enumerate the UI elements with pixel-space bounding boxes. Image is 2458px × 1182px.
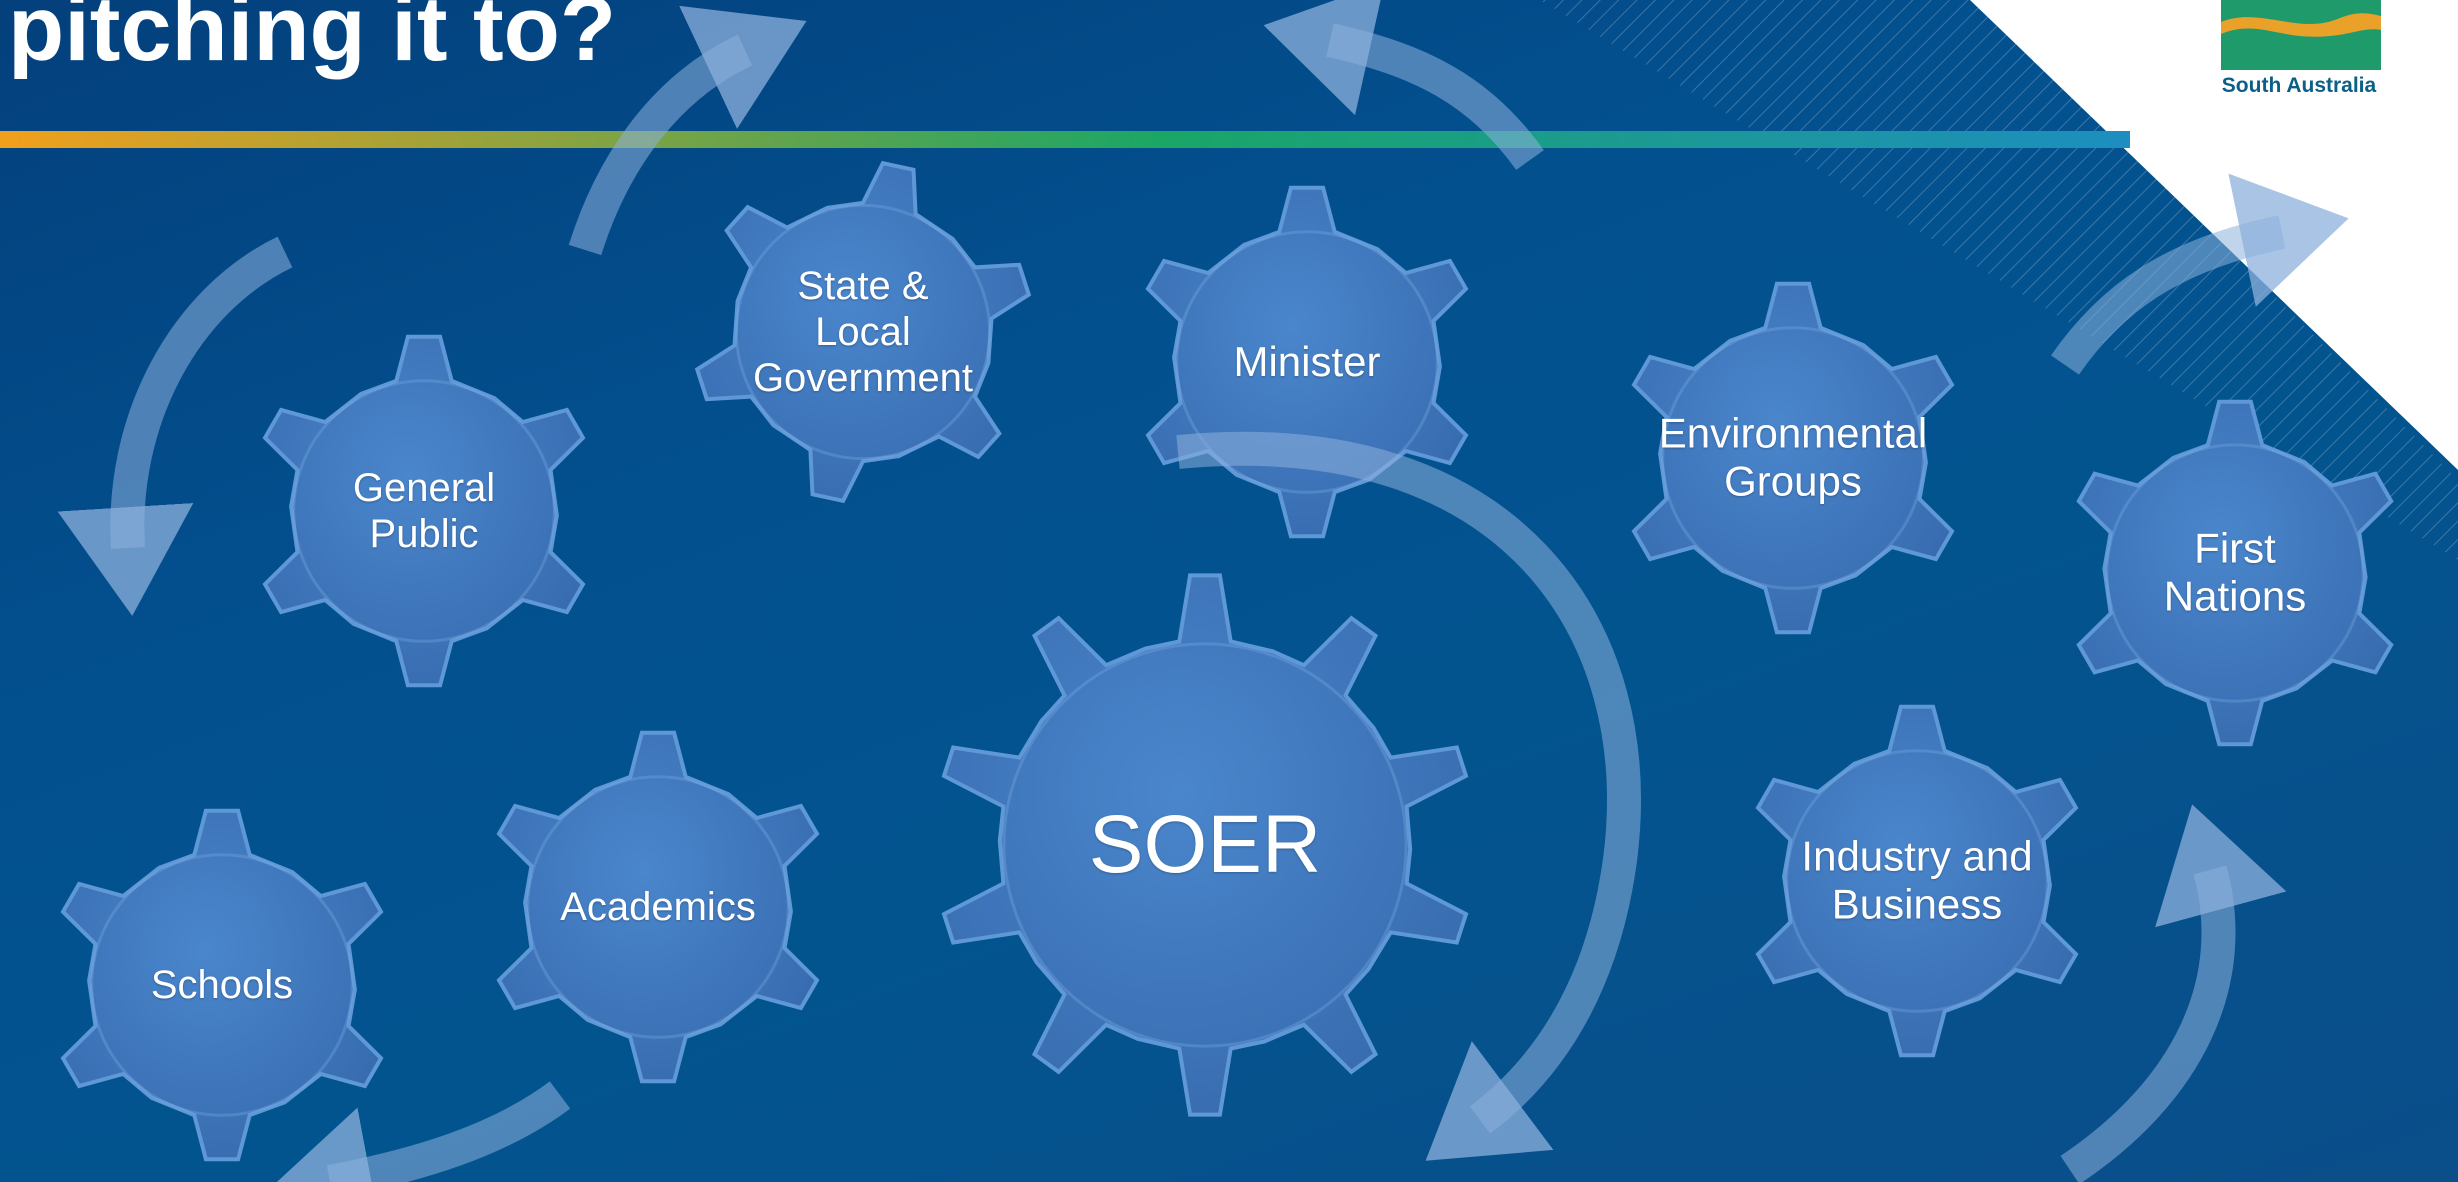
gear-label-schools: Schools <box>150 963 294 1007</box>
gear-label-state-local-government: State & Local Government <box>752 264 974 400</box>
logo-label: South Australia <box>2221 74 2377 97</box>
gear-academics-shape <box>496 730 820 1084</box>
arrow-left-down-icon <box>57 236 293 616</box>
gear-state-local-government <box>694 160 1032 504</box>
gear-industry-business <box>1755 704 2079 1058</box>
gear-label-soer: SOER <box>1088 798 1322 890</box>
gear-label-general-public: General Public <box>352 466 496 556</box>
arrow-minister-up-icon <box>1263 0 1544 170</box>
gear-general-public-shape <box>262 334 586 688</box>
gear-soer <box>941 573 1469 1117</box>
gear-first-nations-rim <box>2105 443 2365 703</box>
gear-general-public-rim <box>292 379 556 643</box>
arrow-big-right-icon <box>1176 431 1641 1161</box>
gear-state-local-government-rim <box>734 203 992 461</box>
gear-environmental-groups <box>1631 281 1955 635</box>
gear-academics-rim <box>526 775 790 1039</box>
gear-soer-shape <box>941 573 1469 1117</box>
gear-first-nations-shape <box>2076 399 2394 747</box>
gear-schools <box>60 808 384 1162</box>
gear-first-nations <box>2076 399 2394 747</box>
gear-label-first-nations: First Nations <box>2163 524 2307 620</box>
gear-schools-shape <box>60 808 384 1162</box>
gear-state-local-government-shape <box>694 160 1032 504</box>
slide-title: pitching it to? <box>8 0 617 80</box>
arrow-right-top-icon <box>2051 173 2349 375</box>
arrow-bottom-right-icon <box>2060 804 2287 1182</box>
gear-label-academics: Academics <box>560 885 756 929</box>
gear-general-public <box>262 334 586 688</box>
gear-label-industry-business: Industry and Business <box>1801 832 2033 928</box>
gear-label-minister: Minister <box>1233 337 1381 385</box>
south-australia-logo-icon <box>2221 0 2381 70</box>
arrow-bottom-left-icon <box>263 1081 571 1182</box>
gear-label-environmental-groups: Environmental Groups <box>1658 409 1928 505</box>
gear-industry-business-shape <box>1755 704 2079 1058</box>
gear-soer-rim <box>1002 642 1408 1048</box>
gear-minister-rim <box>1175 230 1439 494</box>
arrow-up-state-icon <box>568 5 807 256</box>
gear-industry-business-rim <box>1785 749 2049 1013</box>
title-band <box>0 131 2130 148</box>
gear-academics <box>496 730 820 1084</box>
gear-environmental-groups-rim <box>1661 326 1925 590</box>
gear-schools-rim <box>90 853 354 1117</box>
gear-environmental-groups-shape <box>1631 281 1955 635</box>
